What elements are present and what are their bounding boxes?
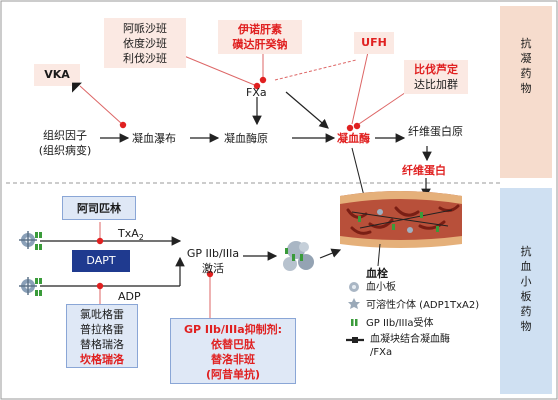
side-char: 凝 <box>520 52 532 65</box>
drug-abciximab: (阿昔单抗) <box>205 368 261 381</box>
vka-label: VKA <box>44 68 70 81</box>
drug-bivalirudin: 比伐芦定 <box>414 63 458 76</box>
legend-soluble-icon <box>348 298 360 309</box>
side-char: 物 <box>520 320 532 333</box>
inhibit-dot-aspirin <box>96 237 104 245</box>
txa2-text: TxA <box>118 227 139 240</box>
side-char: 抗 <box>520 245 532 258</box>
inhibit-dot-fxa <box>253 82 261 90</box>
side-label-antiplatelet: 抗 血 小 板 药 物 <box>500 244 552 334</box>
side-char: 抗 <box>520 37 532 50</box>
side-char: 药 <box>520 305 532 318</box>
side-box-antiplatelet <box>500 188 552 394</box>
drug-clopidogrel: 氯吡格雷 <box>80 308 124 321</box>
prothrombin-label: 凝血酶原 <box>224 132 268 145</box>
drug-rivaroxaban: 利伐沙班 <box>123 52 167 65</box>
tissue-factor-line1: 组织因子 <box>43 129 87 142</box>
fibrin-label: 纤维蛋白 <box>402 164 446 177</box>
thrombin-label: 凝血酶 <box>337 132 370 145</box>
arrow-aggregate-to-clot <box>319 248 342 259</box>
aspirin-box: 阿司匹林 <box>62 196 136 220</box>
gp-inhibitors-box: GP IIb/IIIa抑制剂: 依替巴肽 替洛非班 (阿昔单抗) <box>170 318 296 384</box>
tissue-factor-line2: (组织病变) <box>38 144 92 157</box>
side-label-anticoag: 抗 凝 药 物 <box>500 36 552 96</box>
inhibit-line-vka <box>79 85 123 125</box>
inhibit-dot-heparin <box>259 76 267 84</box>
inhibit-line-ufh <box>351 51 369 125</box>
legend-fxa-icon <box>346 337 364 343</box>
direct-thrombin-inhibitor-box: 比伐芦定 达比加群 <box>404 60 468 94</box>
drug-enoxaparin: 伊诺肝素 <box>238 23 282 36</box>
legend-fxa-line1: 血凝块结合凝血酶 <box>370 334 450 345</box>
legend-platelet-icon <box>349 282 359 292</box>
legend-gp-label: GP IIb/IIIa受体 <box>366 318 434 329</box>
inhibit-dot-thrombin-1 <box>346 124 354 132</box>
drug-fondaparinux: 磺达肝癸钠 <box>232 38 288 51</box>
side-char: 物 <box>520 82 532 95</box>
legend-platelet-label: 血小板 <box>366 282 396 293</box>
drug-cangrelor: 坎格瑞洛 <box>80 353 124 366</box>
agonist-icon-top <box>19 231 37 249</box>
gp-activation-label: GP IIb/IIIa 激活 <box>180 246 246 276</box>
legend-fxa-line2: /FXa <box>370 347 393 358</box>
legend-fxa-label: 血凝块结合凝血酶 /FXa <box>370 333 450 359</box>
drug-apixaban: 阿哌沙班 <box>123 22 167 35</box>
line-thrombin-to-clot <box>351 147 366 201</box>
side-char: 药 <box>520 67 532 80</box>
aspirin-label: 阿司匹林 <box>77 202 121 215</box>
drug-edoxaban: 依度沙班 <box>123 37 167 50</box>
xaban-drugs-box: 阿哌沙班 依度沙班 利伐沙班 <box>104 18 186 68</box>
adp-label: ADP <box>118 290 141 303</box>
drug-ticagrelor: 替格瑞洛 <box>80 338 124 351</box>
inhibit-dot-vka <box>119 121 127 129</box>
drug-tirofiban: 替洛非班 <box>211 353 255 366</box>
drug-eptifibatide: 依替巴肽 <box>211 338 255 351</box>
legend-gp-icon <box>351 319 358 326</box>
vka-box: VKA <box>34 64 80 86</box>
cursor-icon: ◤ <box>72 80 82 95</box>
drug-prasugrel: 普拉格雷 <box>80 323 124 336</box>
heparin-drugs-box: 伊诺肝素 磺达肝癸钠 <box>218 20 302 54</box>
p2y12-inhibitors-box: 氯吡格雷 普拉格雷 替格瑞洛 坎格瑞洛 <box>66 304 138 368</box>
txa2-label: TxA2 <box>118 226 144 245</box>
ufh-box: UFH <box>354 32 394 54</box>
blood-clot-illustration <box>340 191 462 248</box>
fibrinogen-label: 纤维蛋白原 <box>408 125 463 138</box>
dapt-box: DAPT <box>72 250 130 272</box>
gp-activation-line2: 激活 <box>202 262 224 275</box>
side-char: 小 <box>520 275 532 288</box>
txa2-subscript: 2 <box>138 233 144 243</box>
inhibit-dot-gp <box>206 270 214 278</box>
side-char: 板 <box>520 290 532 303</box>
side-char: 血 <box>520 260 532 273</box>
receptor-icons-left <box>35 232 42 296</box>
legend-soluble-label: 可溶性介体 (ADP1TxA2) <box>366 300 480 311</box>
gp-activation-line1: GP IIb/IIIa <box>186 247 240 260</box>
side-box-anticoag <box>500 6 552 178</box>
fxa-label: FXa <box>246 86 267 99</box>
thrombus-label: 血栓 <box>366 267 388 280</box>
arrow-fxa-to-thrombin <box>285 91 329 129</box>
inhibit-line-ufh-fxa <box>274 59 357 81</box>
coag-cascade-label: 凝血瀑布 <box>132 132 176 145</box>
agonist-icon-bottom <box>19 277 37 295</box>
inhibit-dot-p2y12 <box>96 282 104 290</box>
gp-inhibitors-title: GP IIb/IIIa抑制剂: <box>183 323 283 336</box>
dapt-label: DAPT <box>86 254 116 267</box>
tissue-factor-label: 组织因子 (组织病变) <box>30 128 100 158</box>
drug-dabigatran: 达比加群 <box>414 78 458 91</box>
line-clot-to-thrombus-label <box>377 243 381 267</box>
inhibit-dot-thrombin-2 <box>353 122 361 130</box>
ufh-label: UFH <box>361 36 387 49</box>
platelet-aggregate-icon <box>283 241 314 271</box>
